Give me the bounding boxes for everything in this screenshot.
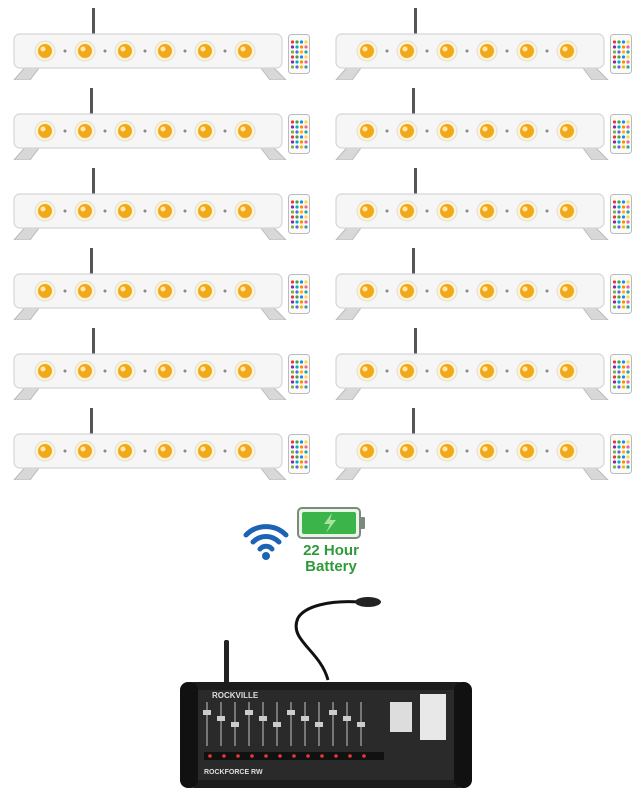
light-bar: [0, 160, 320, 240]
dmx-console: ROCKVILLE ROCKFORCE RW: [170, 590, 480, 790]
gooseneck-lamp: [294, 600, 361, 681]
remote-control: [288, 274, 310, 314]
remote-control: [288, 34, 310, 74]
light-bar: [322, 80, 642, 160]
battery-label: 22 Hour Battery: [296, 543, 366, 575]
remote-control: [610, 434, 632, 474]
wifi-icon: [243, 524, 289, 560]
light-bar: [0, 80, 320, 160]
remote-control: [610, 274, 632, 314]
light-bar: [322, 0, 642, 80]
wireless-battery-badge: [240, 505, 380, 575]
battery-word: Battery: [305, 558, 357, 575]
console-model: ROCKFORCE RW: [204, 769, 263, 776]
battery-hours: 22 Hour: [303, 542, 359, 559]
remote-control: [288, 114, 310, 154]
remote-control: [288, 194, 310, 234]
remote-control: [288, 354, 310, 394]
light-bar: [0, 400, 320, 480]
light-bar-grid: [0, 0, 642, 480]
battery-icon: [297, 507, 365, 539]
remote-control: [610, 34, 632, 74]
antenna: [224, 640, 229, 690]
remote-control: [610, 114, 632, 154]
remote-control: [610, 354, 632, 394]
remote-control: [288, 434, 310, 474]
light-bar: [322, 320, 642, 400]
light-bar: [0, 0, 320, 80]
light-bar: [0, 320, 320, 400]
light-bar: [322, 160, 642, 240]
light-bar: [0, 240, 320, 320]
light-bar: [322, 240, 642, 320]
console-brand: ROCKVILLE: [212, 691, 259, 700]
remote-control: [610, 194, 632, 234]
light-bar: [322, 400, 642, 480]
